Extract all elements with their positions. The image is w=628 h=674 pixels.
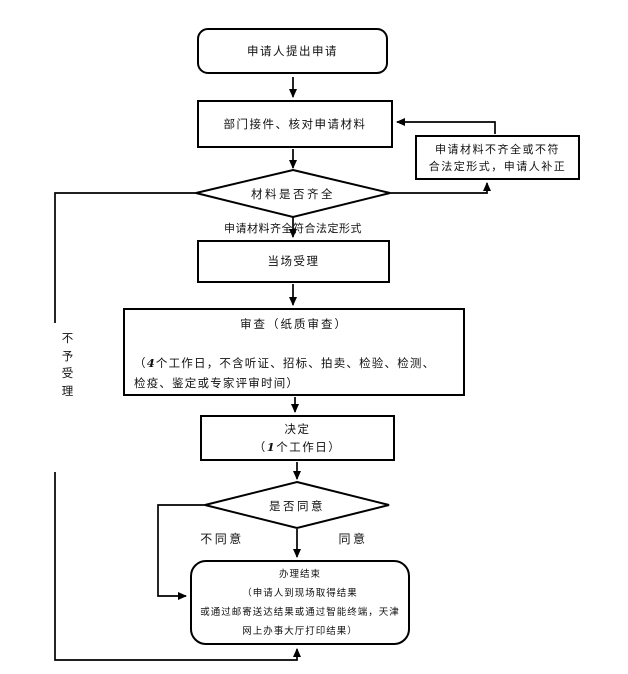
review-node: 审查（纸质审查） （4个工作日，不含听证、招标、拍卖、检验、检测、检疫、鉴定或专… [123,308,465,396]
decide-sub-rest: 个工作日） [276,440,342,454]
supplement-line1: 申请材料不齐全或不符 [435,142,560,156]
review-note-line1: 个工作日，不含听证、招标、拍卖、检验、检测、 [155,356,436,370]
materials-complete-label: 申请材料齐全符合法定形式 [224,222,362,235]
decide-days-number: 1 [266,440,277,454]
agree-branch-label: 同意 [338,532,368,546]
end-node: 办理结束 （申请人到现场取得结果 或通过邮寄送达结果或通过智能终端，天津 网上办… [190,560,410,645]
review-note: （4个工作日，不含听证、招标、拍卖、检验、检测、检疫、鉴定或专家评审时间） [134,353,455,393]
reject-branch-label: 不予受理 [61,331,74,398]
decision2-label: 是否同意 [269,499,325,513]
supplement-node: 申请材料不齐全或不符 合法定形式，申请人补正 [415,135,580,180]
decision1-label: 材料是否齐全 [251,187,335,201]
end-line3: 或通过邮寄送达结果或通过智能终端，天津 [200,606,400,618]
line-reject-upper [54,192,197,323]
start-node-label: 申请人提出申请 [247,43,338,58]
review-note-days-number: 4 [146,356,156,370]
end-line2: （申请人到现场取得结果 [242,587,358,599]
end-line4: 网上办事大厅打印结果） [242,625,358,637]
decision2-diamond [204,480,390,530]
decision1-diamond [195,168,391,219]
accept-on-spot-label: 当场受理 [267,254,320,268]
decide-title: 决定 [284,422,311,436]
line-supplement-to-receive [396,118,496,134]
line-reject-lower-to-end [54,472,301,661]
receive-check-label: 部门接件、核对申请材料 [223,116,367,131]
line-decision1-to-supplement [390,182,491,194]
decide-subtitle: （1个工作日） [254,438,342,456]
end-line1: 办理结束 [278,568,321,580]
review-title: 审查（纸质审查） [240,317,348,331]
review-note-paren: （ [134,356,147,370]
receive-check-node: 部门接件、核对申请材料 [197,100,393,148]
supplement-line2: 合法定形式，申请人补正 [428,159,567,173]
decide-node: 决定 （1个工作日） [200,415,395,461]
line-disagree-to-end [157,504,205,600]
accept-on-spot-node: 当场受理 [197,240,390,283]
review-note-line2: 检疫、鉴定或专家评审时间） [134,376,300,390]
decide-sub-paren: （ [253,440,267,454]
disagree-branch-label: 不同意 [200,532,244,546]
start-node: 申请人提出申请 [197,28,388,74]
